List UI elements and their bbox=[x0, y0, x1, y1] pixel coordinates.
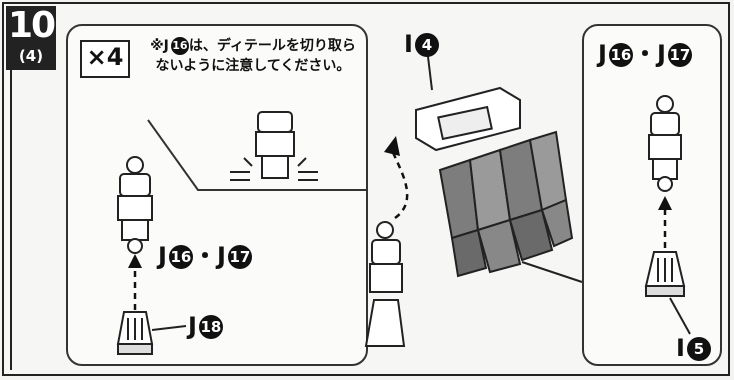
right-arrow-head-icon bbox=[658, 196, 672, 210]
left-assembly-panel bbox=[66, 24, 368, 366]
quantity-multiplier: ×4 bbox=[80, 40, 130, 78]
arrow-head-icon bbox=[128, 254, 142, 268]
note-part-number: 16 bbox=[170, 37, 189, 55]
note-prefix: ※J bbox=[150, 38, 169, 54]
callout-wedge bbox=[147, 119, 368, 191]
pointer-line bbox=[521, 261, 583, 283]
step-number: 10 bbox=[7, 5, 56, 46]
curved-dashed-arrow-icon bbox=[390, 149, 409, 220]
curved-arrow-head-icon bbox=[384, 136, 400, 156]
right-assembly-panel bbox=[582, 24, 722, 366]
detail-closeup-icon bbox=[230, 111, 318, 181]
assembled-part-right-icon bbox=[648, 95, 682, 192]
step-divider bbox=[10, 70, 12, 370]
right-nozzle-part-icon bbox=[644, 251, 686, 297]
note-text: は、ディテールを切り取らないように注意してください。 bbox=[155, 38, 356, 74]
step-substep: (4) bbox=[18, 47, 44, 65]
thruster-cluster-icon bbox=[415, 86, 574, 278]
right-label-leader bbox=[669, 297, 691, 335]
j18-leader bbox=[151, 325, 187, 331]
step-badge: 10 (4) bbox=[6, 6, 56, 70]
assembled-part-center-icon bbox=[364, 221, 406, 347]
assembled-part-left-icon bbox=[117, 156, 153, 254]
nozzle-part-icon bbox=[116, 311, 154, 355]
